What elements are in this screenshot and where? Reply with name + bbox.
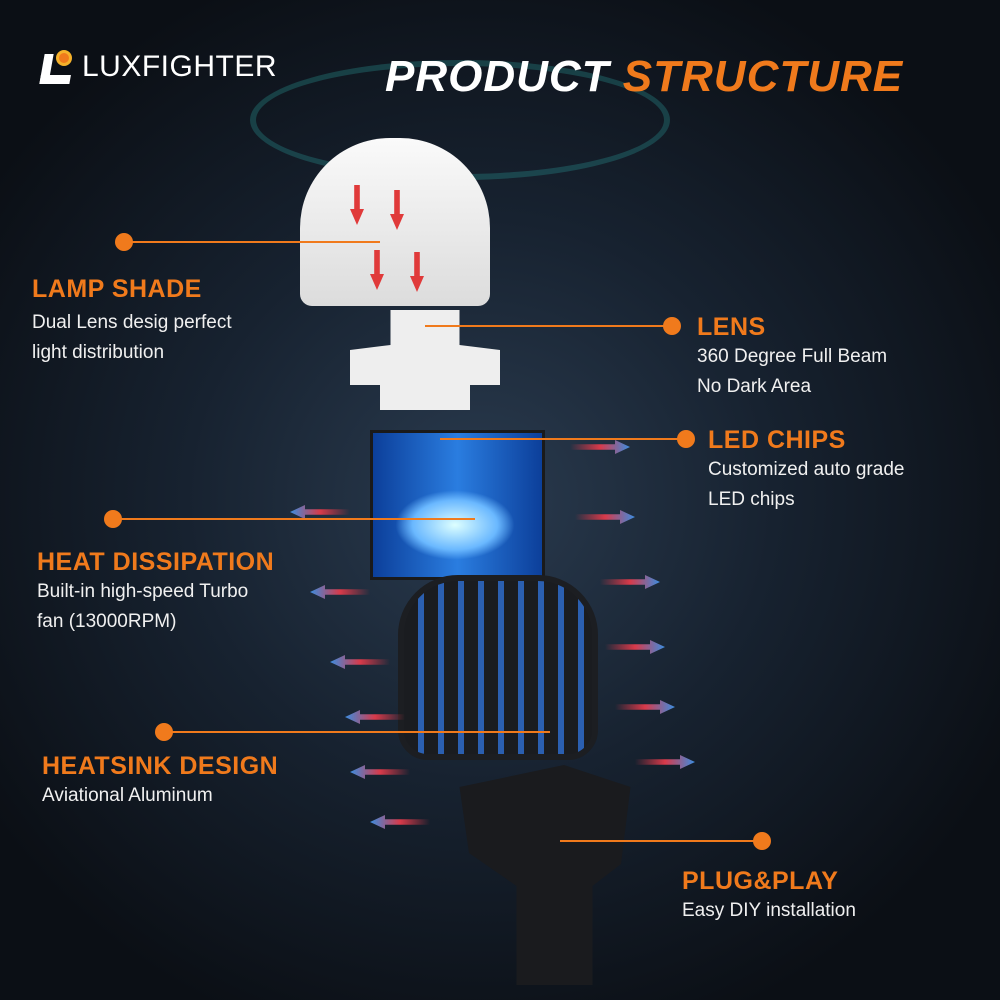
logo-icon <box>39 50 76 84</box>
feature-title: PLUG&PLAY <box>682 867 839 895</box>
feature-desc: Aviational Aluminum <box>42 785 213 806</box>
feature-desc: Customized auto grade <box>708 459 905 480</box>
feature-title: LED CHIPS <box>708 426 846 454</box>
brand-logo: LUXFIGHTER <box>39 50 278 84</box>
feature-desc: LED chips <box>708 489 795 510</box>
feature-title: LENS <box>697 313 766 341</box>
callout-line <box>425 325 665 327</box>
feature-plug-play: PLUG&PLAY Easy DIY installation <box>682 867 856 926</box>
title-part1: PRODUCT <box>385 52 610 101</box>
feature-title: LAMP SHADE <box>32 275 202 303</box>
feature-lens: LENS 360 Degree Full Beam No Dark Area <box>697 313 887 402</box>
feature-heatsink-design: HEATSINK DESIGN Aviational Aluminum <box>42 752 278 811</box>
callout-dot <box>155 723 173 741</box>
callout-dot <box>663 317 681 335</box>
feature-desc: light distribution <box>32 342 165 363</box>
callout-line <box>440 438 680 440</box>
fan-image <box>395 490 515 560</box>
feature-title: HEATSINK DESIGN <box>42 752 279 780</box>
callout-dot <box>753 832 771 850</box>
feature-desc: Dual Lens desig perfect <box>32 312 232 333</box>
heatsink-image <box>398 575 598 760</box>
feature-lamp-shade: LAMP SHADE Dual Lens desig perfect light … <box>32 275 232 368</box>
callout-dot <box>115 233 133 251</box>
callout-dot <box>677 430 695 448</box>
callout-line <box>130 241 380 243</box>
callout-line <box>120 518 475 520</box>
title-part2: STRUCTURE <box>622 52 904 101</box>
brand-name: LUXFIGHTER <box>82 50 278 83</box>
feature-heat-dissipation: HEAT DISSIPATION Built-in high-speed Tur… <box>37 548 274 637</box>
callout-line <box>170 731 550 733</box>
feature-desc: No Dark Area <box>697 376 812 397</box>
callout-line <box>560 840 755 842</box>
feature-desc: Easy DIY installation <box>682 900 856 921</box>
callout-dot <box>104 510 122 528</box>
feature-desc: fan (13000RPM) <box>37 611 177 632</box>
feature-title: HEAT DISSIPATION <box>37 548 275 576</box>
feature-desc: Built-in high-speed Turbo <box>37 581 249 602</box>
feature-desc: 360 Degree Full Beam <box>697 346 888 367</box>
page-title: PRODUCT STRUCTURE <box>385 52 903 102</box>
